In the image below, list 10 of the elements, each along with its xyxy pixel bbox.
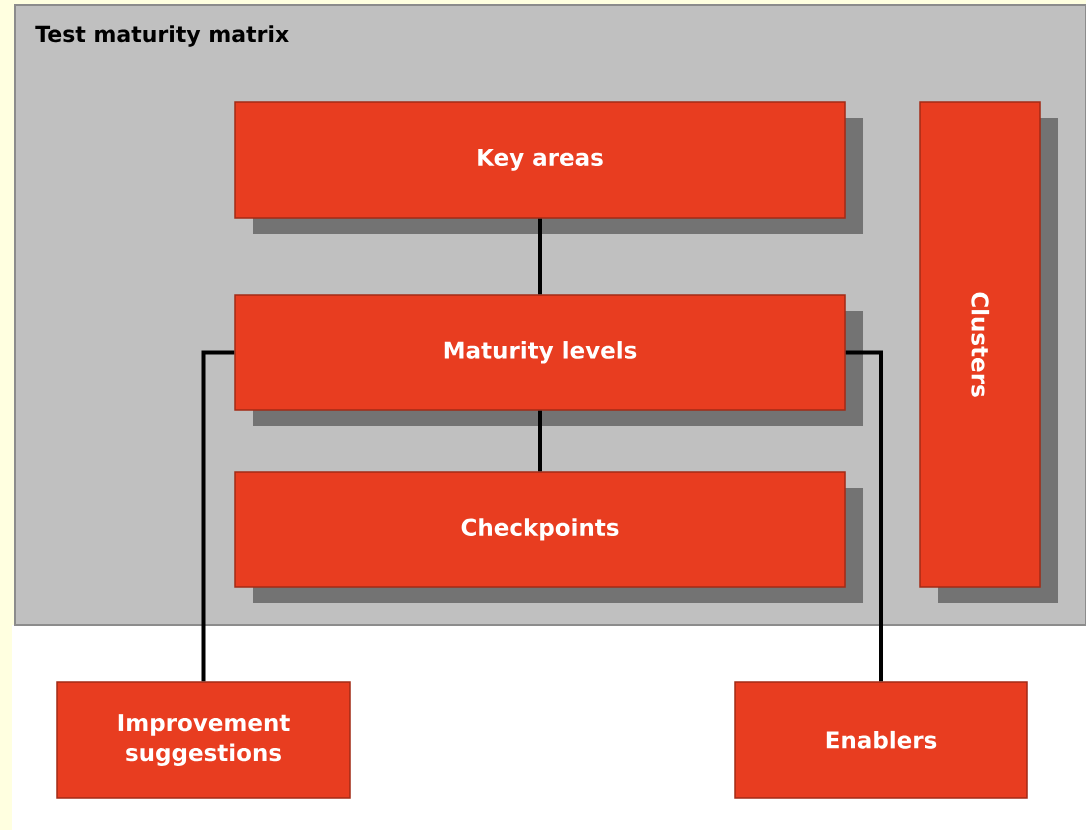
box: Enablers xyxy=(734,681,1028,799)
connector-line xyxy=(538,218,542,295)
box: Maturity levels xyxy=(234,294,863,426)
box: Key areas xyxy=(234,101,863,234)
box: Improvement suggestions xyxy=(56,681,351,799)
box: Clusters xyxy=(919,101,1058,603)
connector-line xyxy=(845,350,883,682)
box: Checkpoints xyxy=(234,471,863,603)
connector-line xyxy=(538,410,542,472)
connector-line xyxy=(201,350,235,682)
